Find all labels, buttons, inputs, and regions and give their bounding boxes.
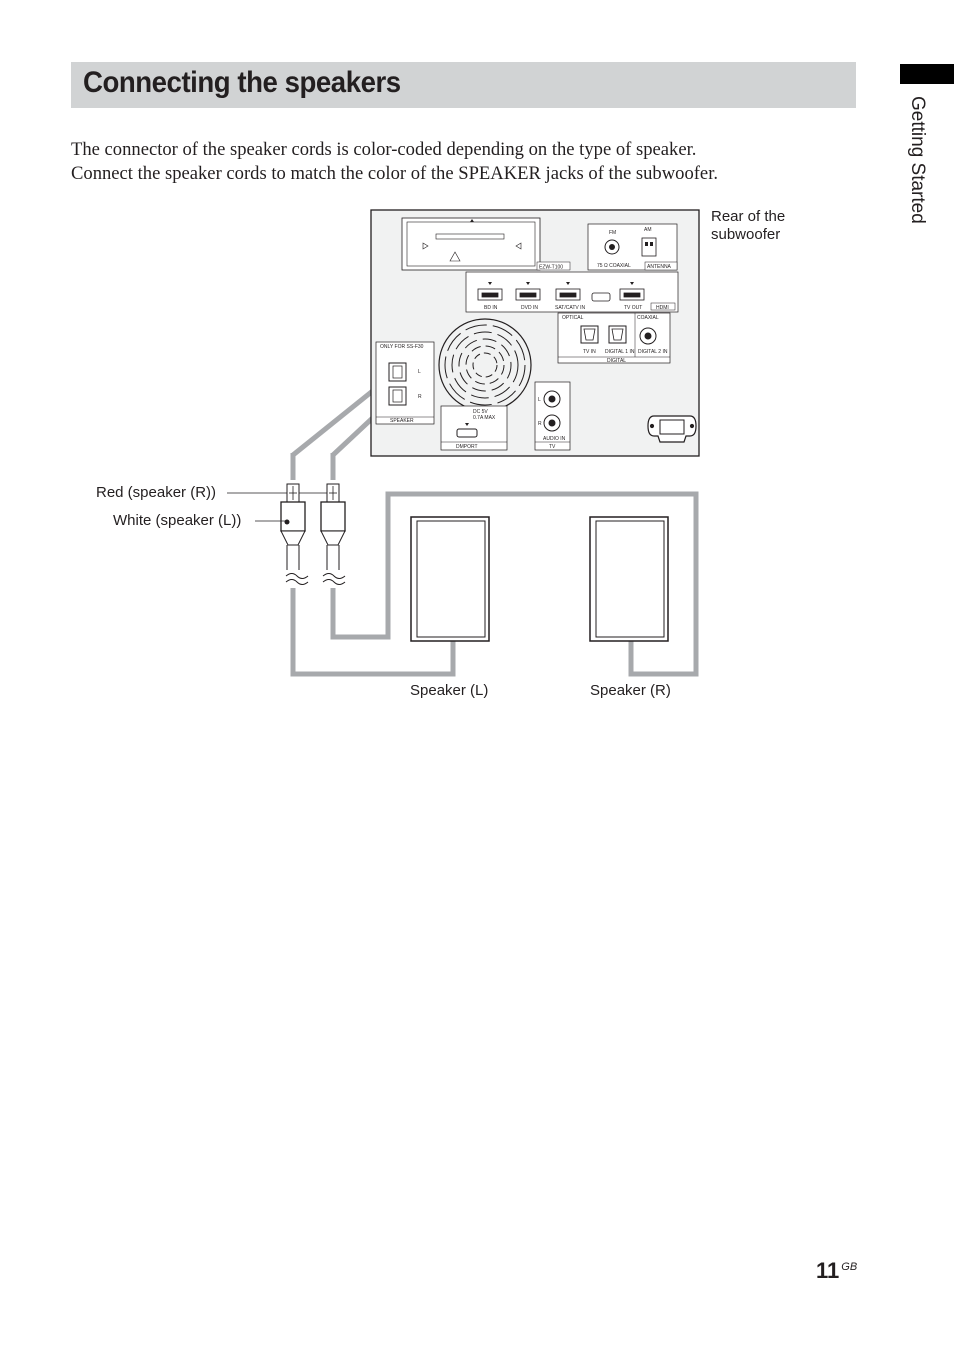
power-inlet [647, 415, 697, 443]
intro-text: The connector of the speaker cords is co… [71, 138, 718, 186]
digital-2-in-label: DIGITAL 2 IN [638, 349, 668, 355]
speaker-l-label: Speaker (L) [410, 682, 489, 699]
audio-in-label: AUDIO IN [543, 436, 566, 442]
coaxial-label: COAXIAL [637, 315, 659, 321]
rear-label: Rear of the subwoofer [711, 208, 785, 244]
hdmi-sat-label: SAT/CATV IN [555, 305, 585, 311]
section-tab-label: Getting Started [907, 96, 928, 224]
audio-r-label: R [538, 421, 542, 427]
speaker-l-jack-label: L [418, 369, 421, 375]
tv-label: TV [549, 444, 556, 450]
digital-1-in-label: DIGITAL 1 IN [605, 349, 635, 355]
am-label: AM [644, 227, 652, 233]
rear-label-line-2: subwoofer [711, 226, 781, 243]
coaxial-75-label: 75 Ω COAXIAL [597, 263, 631, 269]
speaker-r-jack-label: R [418, 394, 422, 400]
fm-label: FM [609, 230, 616, 236]
section-tab-marker [900, 64, 954, 84]
speaker-r [589, 516, 669, 642]
red-connector-label: Red (speaker (R)) [96, 484, 217, 501]
speaker-r-label: Speaker (R) [590, 682, 671, 699]
optical-label: OPTICAL [562, 315, 584, 321]
dmport-label: DMPORT [456, 444, 478, 450]
page-number-value: 11 [816, 1258, 840, 1283]
digital-label: DIGITAL [607, 358, 626, 364]
speaker-connection-diagram: EZW-T100 FM AM 75 Ω COAXIAL ANTENNA BD I… [227, 209, 700, 677]
speaker-connectors [227, 483, 346, 585]
hdmi-bd-in-label: BD IN [484, 305, 498, 311]
antenna-label: ANTENNA [647, 264, 672, 270]
hdmi-dvd-in-label: DVD IN [521, 305, 538, 311]
dc-label-2: 0.7A MAX [473, 415, 496, 421]
dc-label-1: DC 5V [473, 409, 488, 415]
hdmi-port [477, 288, 645, 302]
speaker-l [410, 516, 490, 642]
hdmi-label: HDMI [656, 305, 669, 311]
subwoofer-rear-panel: EZW-T100 FM AM 75 Ω COAXIAL ANTENNA BD I… [370, 209, 700, 457]
white-connector-label: White (speaker (L)) [113, 512, 242, 529]
intro-line-2: Connect the speaker cords to match the c… [71, 163, 719, 184]
only-for-label: ONLY FOR SS-F30 [380, 344, 424, 350]
intro-line-1: The connector of the speaker cords is co… [71, 139, 697, 160]
digital-tv-in-label: TV IN [583, 349, 596, 355]
title-bar: Connecting the speakers [71, 62, 856, 108]
module-name: EZW-T100 [539, 265, 563, 271]
hdmi-tv-out-label: TV OUT [624, 305, 642, 311]
page-title: Connecting the speakers [83, 66, 401, 99]
audio-l-label: L [538, 397, 541, 403]
rear-label-line-1: Rear of the [711, 208, 786, 225]
speaker-jacks-label: SPEAKER [390, 418, 414, 424]
page-number-suffix: GB [841, 1261, 858, 1273]
